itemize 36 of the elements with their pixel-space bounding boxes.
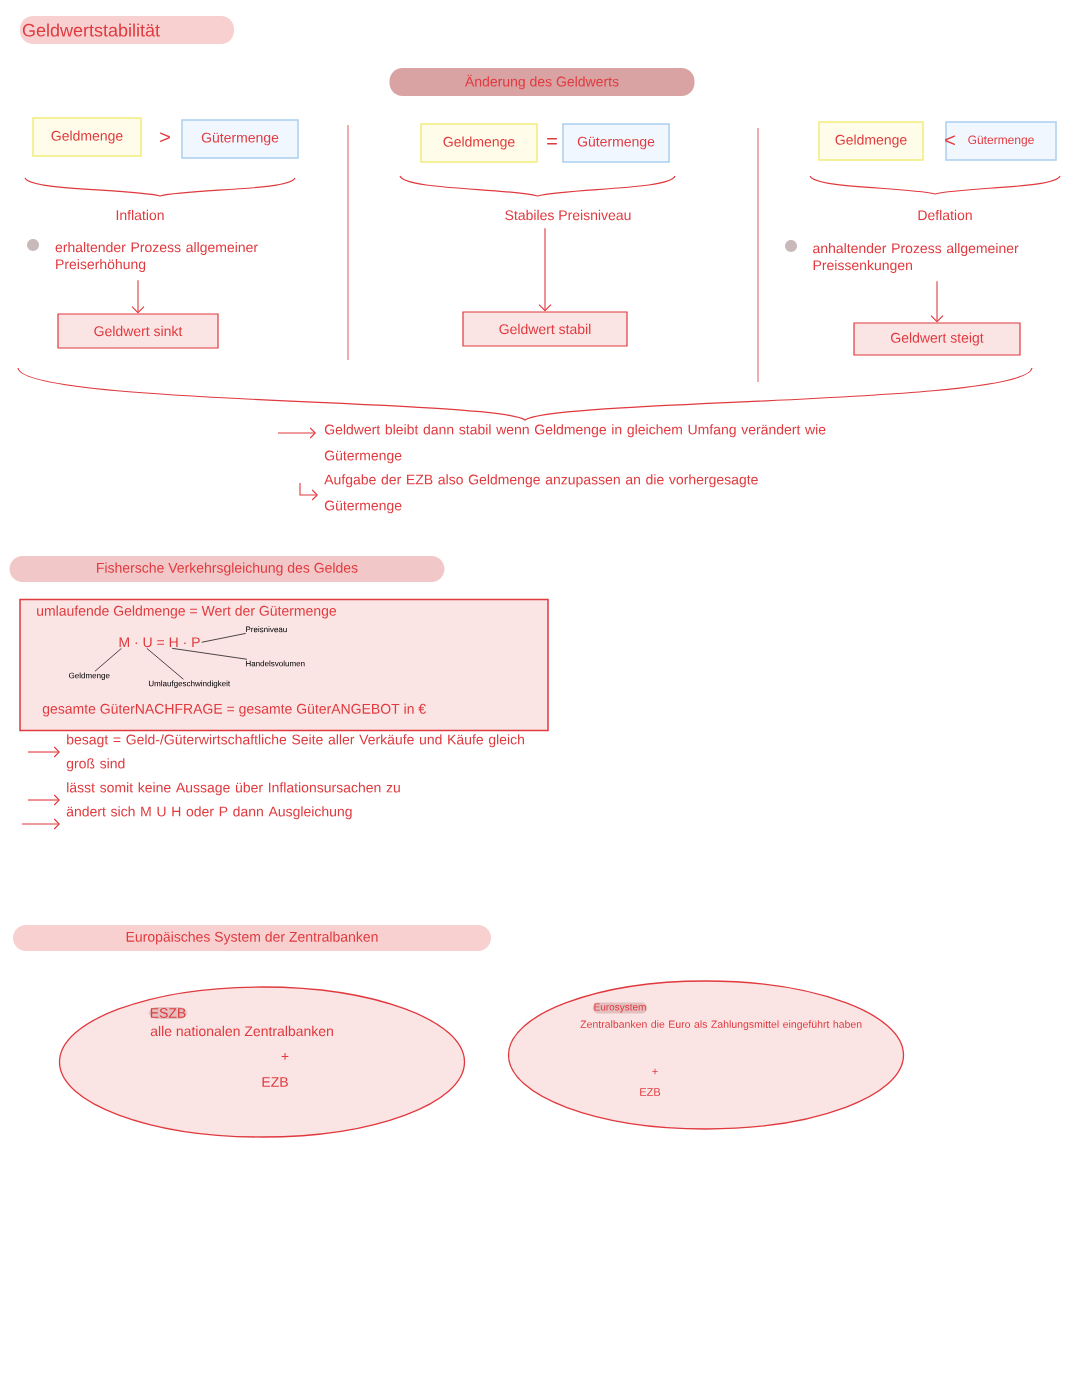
arrow <box>131 279 145 314</box>
annotation-text: Geldmenge <box>69 672 110 680</box>
band-heading: Änderung des Geldwerts <box>389 68 695 96</box>
arrow <box>930 280 944 323</box>
annotation-text: Preisniveau <box>246 626 287 633</box>
band-heading: Europäisches System der Zentralbanken <box>13 925 491 951</box>
leader-line <box>201 633 247 643</box>
note-text: anhaltender Prozess allgemeiner Preissenkungen <box>813 243 1019 273</box>
annotation-text: Umlaufgeschwindigkeit <box>148 680 231 688</box>
leader-line <box>171 648 248 660</box>
goods-box: Gütermenge <box>181 119 299 159</box>
arrow <box>538 227 552 312</box>
formula: M · U = H · P <box>119 637 200 648</box>
money-box: Geldmenge <box>32 117 142 157</box>
note-text: lässt somit keine Aussage über Inflationsursachen zu <box>67 782 400 796</box>
result-box: Geldwert stabil <box>462 311 628 347</box>
money-box: Geldmenge <box>818 121 924 161</box>
heading-text: Inflation <box>116 209 164 221</box>
leader-line <box>146 648 184 680</box>
note-text: ändert sich M U H oder P dann Ausgleichung <box>66 806 352 820</box>
heading-text: Deflation <box>918 209 972 221</box>
annotation-text: Handelsvolumen <box>246 660 305 667</box>
note-text: Aufgabe der EZB also Geldmenge anzupassen an die vorhergesagte Gütermenge <box>324 474 758 514</box>
band-heading: Fishersche Verkehrsgleichung des Geldes <box>9 556 445 582</box>
note-text: Stabiles Preisniveau <box>505 209 631 221</box>
goods-box: Gütermenge <box>562 123 670 163</box>
comparison-sign: = <box>547 138 557 145</box>
leader-line <box>94 648 122 672</box>
note-text: Geldwert bleibt dann stabil wenn Geldmenge in gleichem Umfang verändert wie Gütermenge <box>324 424 826 464</box>
note-text: erhaltender Prozess allgemeiner Preiserhöhung <box>55 242 258 272</box>
money-box: Geldmenge <box>420 123 538 163</box>
result-box: Geldwert sinkt <box>57 313 219 349</box>
result-box: Geldwert steigt <box>853 322 1021 356</box>
comparison-sign: < <box>945 135 955 146</box>
title-band: Geldwertstabilität <box>20 16 234 44</box>
comparison-sign: > <box>160 132 170 143</box>
